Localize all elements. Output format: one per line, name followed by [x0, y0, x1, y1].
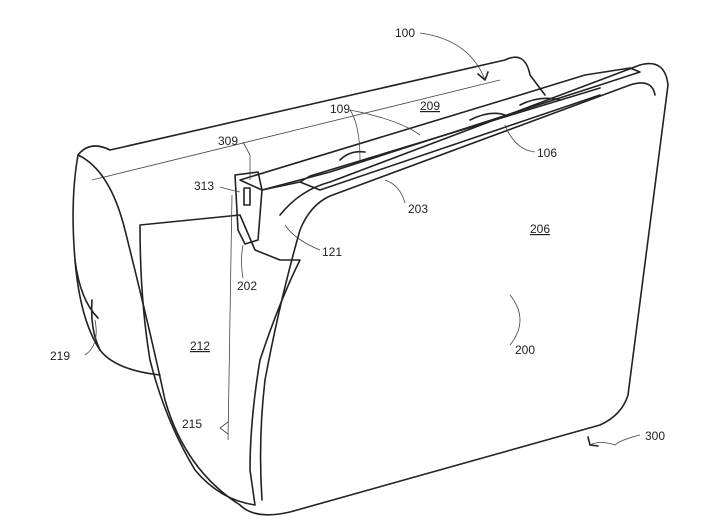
rear-cover-spine [74, 259, 101, 351]
label-202: 202 [237, 279, 257, 293]
label-209: 209 [420, 99, 440, 113]
label-309: 309 [218, 134, 238, 148]
rear-cover-hidden-line [91, 79, 501, 181]
front-cover-outline [77, 62, 669, 516]
hinge-roller [339, 97, 561, 161]
label-300: 300 [645, 429, 665, 443]
left-panel [139, 214, 301, 506]
front-cover-inner-edge [259, 82, 656, 501]
label-200: 200 [515, 343, 535, 357]
axis-215 [227, 194, 233, 441]
label-212: 212 [190, 339, 210, 353]
label-109: 109 [330, 102, 350, 116]
label-121: 121 [322, 245, 342, 259]
bracket [234, 171, 263, 245]
label-219: 219 [50, 349, 70, 363]
label-313: 313 [194, 179, 214, 193]
hinge-top [239, 67, 641, 191]
arrow-300-icon [587, 436, 599, 447]
label-206: 206 [530, 222, 550, 236]
arrow-100-icon [477, 71, 489, 81]
label-100: 100 [395, 26, 415, 40]
rear-cover-outline [72, 56, 546, 376]
leader-lines [84, 32, 641, 446]
label-215: 215 [182, 417, 202, 431]
label-106: 106 [537, 146, 557, 160]
label-203: 203 [408, 202, 428, 216]
